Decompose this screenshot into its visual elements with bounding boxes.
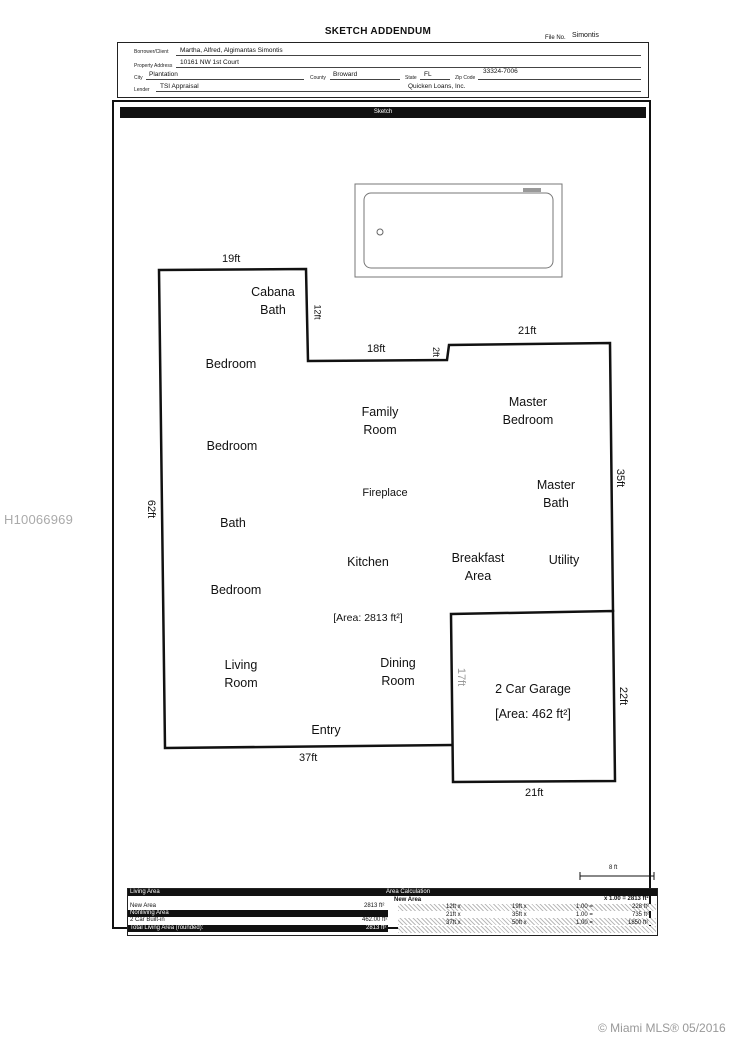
header-info-box: Borrower/Client Martha, Alfred, Algimant… [117, 42, 649, 98]
lender2-value: Quicken Loans, Inc. [408, 83, 466, 90]
file-no-label: File No. [545, 35, 566, 41]
factor-total: x 1.00 = 2813 ft² [604, 896, 649, 902]
address-label: Property Address [134, 63, 173, 69]
dim-left-12: 12ft [312, 304, 323, 320]
table-row-total: Total Living Area (rounded): 2813 ft² [128, 925, 388, 932]
state-label: State [405, 75, 417, 81]
rule [330, 79, 400, 80]
table-row-living-header: Living Area Area Calculation [128, 889, 657, 896]
dim-left-62: 62ft [145, 499, 158, 519]
borrower-label: Borrower/Client [134, 49, 169, 55]
room-garage: 2 Car Garage [495, 682, 571, 696]
garage-row-label: 2 Car Built-in [130, 917, 165, 923]
dim-bottom-21: 21ft [525, 787, 544, 799]
room-bath: Bath [220, 516, 246, 530]
rule [176, 67, 641, 68]
zip-label: Zip Code [455, 75, 476, 81]
dim-right-35: 35ft [614, 468, 627, 488]
new-area-label: New Area [130, 903, 157, 909]
hatch [398, 904, 656, 911]
dim-bottom-37: 37ft [299, 752, 318, 764]
rule [478, 79, 641, 80]
city-value: Plantation [149, 71, 178, 78]
borrower-value: Martha, Alfred, Algimantas Simontis [180, 47, 283, 54]
room-kitchen: Kitchen [347, 555, 389, 569]
calc-r1-c: 1.00 = [576, 904, 593, 910]
calc-r3-c: 1.00 = [576, 920, 593, 926]
nonliving-header: Nonliving Area [130, 910, 169, 916]
calc-r1-a: 12ft x [446, 904, 461, 910]
rule [146, 79, 304, 80]
calc-r1-d: 228 ft² [632, 904, 650, 910]
area-table: Living Area Area Calculation x 1.00 = 28… [127, 888, 658, 936]
room-entry: Entry [311, 723, 341, 737]
lender-label: Lender [134, 87, 150, 93]
new-area-col-header: New Area [394, 897, 422, 903]
garage-outline [449, 609, 617, 784]
rule [420, 79, 450, 80]
bathtub-icon [354, 183, 563, 278]
lender-value: TSI Appraisal [160, 83, 199, 90]
calc-r3-a: 37ft x [446, 920, 461, 926]
zip-value: 33324-7006 [483, 68, 518, 75]
mls-copyright: © Miami MLS® 05/2016 [598, 1021, 726, 1035]
dim-garage-22: 22ft [617, 686, 630, 706]
county-value: Broward [333, 71, 358, 78]
page-title: SKETCH ADDENDUM [324, 26, 432, 37]
rule [176, 55, 641, 56]
city-label: City [134, 75, 143, 81]
state-value: FL [424, 71, 432, 78]
area-garage-label: [Area: 462 ft²] [495, 707, 571, 721]
dim-step-2: 2ft [431, 346, 442, 358]
room-bedroom: Bedroom [205, 357, 257, 371]
calc-r3-d: 1850 ft² [628, 920, 649, 926]
garage-row-value: 462.00 ft² [362, 917, 388, 923]
calc-r2-d: 735 ft² [632, 912, 650, 918]
total-value: 2813 ft² [366, 925, 387, 931]
address-value: 10161 NW 1st Court [180, 59, 239, 66]
area-main-label: [Area: 2813 ft²] [333, 612, 403, 624]
scale-label: 8 ft [609, 865, 618, 871]
table-row-nonliving-header: Nonliving Area [128, 910, 388, 917]
room-fireplace: Fireplace [362, 487, 408, 499]
calc-r2-c: 1.00 = [576, 912, 593, 918]
dim-garage-17: 17ft [455, 667, 468, 687]
file-no-value: Simontis [572, 32, 599, 39]
table-row-new-area: New Area 2813 ft² [128, 903, 657, 910]
dim-top-19: 19ft [222, 253, 241, 265]
calc-r2-b: 35ft x [512, 912, 527, 918]
house-outline [157, 267, 615, 750]
hatch [398, 926, 656, 933]
scale-bar [579, 872, 655, 880]
total-label: Total Living Area (rounded): [130, 925, 204, 931]
calc-r3-b: 50ft x [512, 920, 527, 926]
listing-id-watermark: H10066969 [4, 512, 74, 527]
hatch [398, 918, 656, 925]
area-calc-header: Area Calculation [386, 889, 431, 895]
dim-top-21: 21ft [518, 325, 537, 337]
living-area-header: Living Area [130, 889, 160, 895]
calc-r2-a: 21ft x [446, 912, 461, 918]
dim-mid-18: 18ft [367, 343, 386, 355]
sketch-bar: Sketch [120, 107, 646, 118]
room-bedroom: Bedroom [210, 583, 262, 597]
room-utility: Utility [548, 553, 580, 567]
calc-r1-b: 19ft x [512, 904, 527, 910]
rule [156, 91, 641, 92]
county-label: County [310, 75, 326, 81]
table-row-garage: 2 Car Built-in 462.00 ft² [128, 917, 388, 924]
room-bedroom: Bedroom [206, 439, 258, 453]
new-area-value: 2813 ft² [364, 903, 385, 909]
